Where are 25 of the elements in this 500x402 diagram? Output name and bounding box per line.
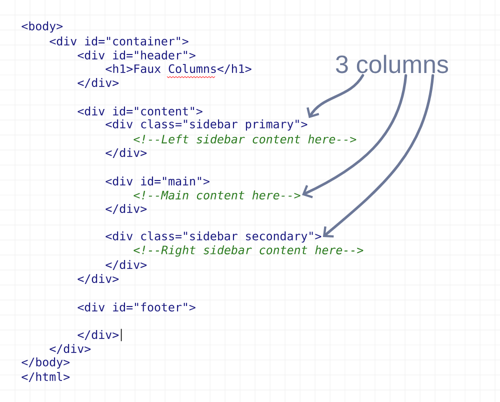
code-line: <div id="container"> — [50, 36, 188, 46]
code-line: </div> — [106, 260, 147, 270]
code-line: </div> — [78, 330, 119, 340]
code-line: <div id="main"> — [106, 176, 210, 186]
code-comment: <!--Left sidebar content here--> — [134, 134, 356, 144]
code-line: <div id="header"> — [78, 50, 196, 60]
code-line: <body> — [22, 21, 63, 33]
code-comment: <!--Main content here--> — [134, 190, 300, 200]
code-line: </div> — [78, 274, 119, 284]
code-line: </div> — [106, 204, 147, 214]
code-line: <div id="content"> — [78, 106, 202, 116]
arrow — [322, 74, 434, 238]
code-line: </body> — [22, 357, 70, 369]
code-line: <div class="sidebar secondary"> — [106, 231, 322, 243]
code-line: </div> — [106, 148, 147, 158]
code-comment: <!--Right sidebar content here--> — [134, 245, 364, 257]
arrow — [306, 74, 364, 118]
arrow — [302, 74, 408, 198]
handwritten-note: 3 columns — [336, 54, 448, 74]
code-line: </div> — [78, 78, 119, 88]
code-line: <h1>Faux Columns</h1> — [106, 64, 252, 74]
code-line: </div> — [50, 344, 91, 354]
code-line: <div class="sidebar primary"> — [106, 119, 308, 131]
code-line: <div id="footer"> — [78, 302, 196, 312]
code-line: </html> — [22, 372, 70, 382]
